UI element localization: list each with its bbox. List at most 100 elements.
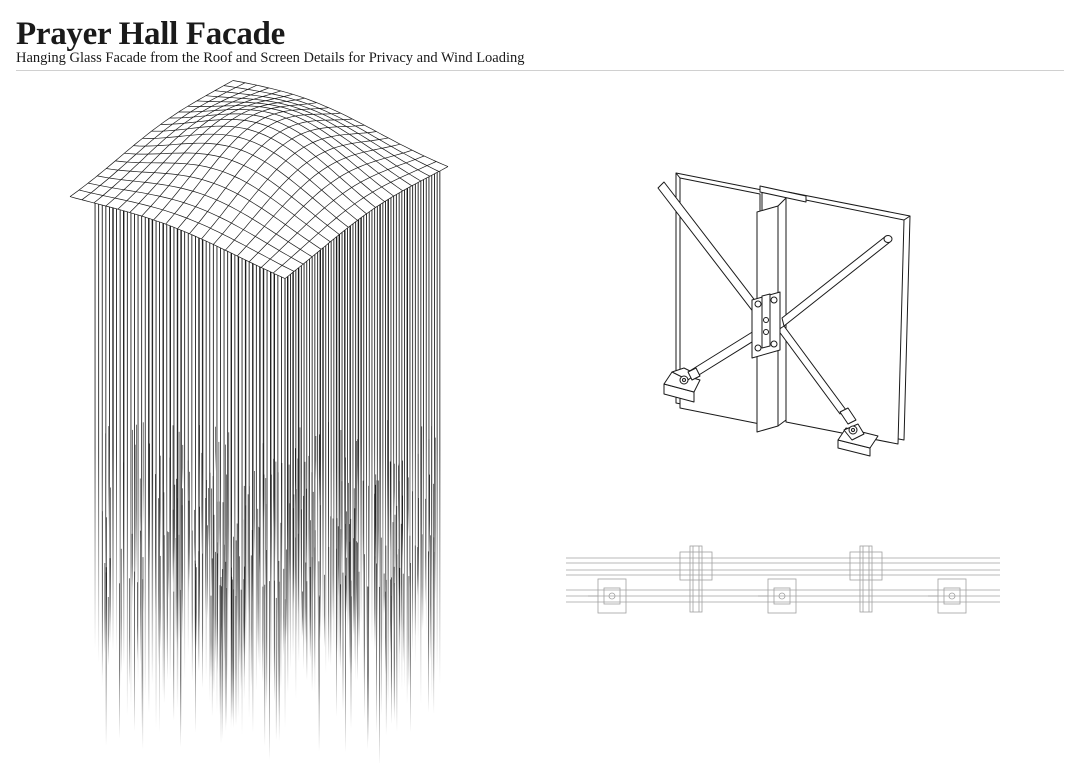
glass-fin-line	[107, 597, 109, 666]
glass-fin-line	[349, 524, 350, 622]
glass-fin-line	[265, 504, 267, 601]
glass-fin-line	[350, 580, 352, 729]
glass-fin-line	[358, 571, 360, 649]
glass-fin-line	[379, 204, 381, 664]
glass-fin-line	[404, 189, 405, 688]
glass-fin-line	[110, 487, 111, 625]
glass-fin-line	[228, 432, 230, 600]
glass-fin-line	[266, 270, 268, 700]
glass-fin-line	[159, 555, 161, 649]
glass-fin-line	[112, 207, 114, 651]
glass-fin-line	[259, 266, 261, 672]
glass-fin-line	[341, 481, 343, 563]
glass-fin-line	[189, 471, 190, 582]
glass-fin-line	[136, 424, 137, 576]
glass-fin-line	[217, 553, 218, 675]
glass-fin-line	[396, 554, 398, 732]
glass-fin-line	[255, 265, 257, 692]
glass-fin-line	[218, 501, 220, 547]
glass-fin-line	[149, 443, 150, 570]
glass-fin-line	[322, 247, 324, 628]
glass-fin-line	[134, 213, 135, 661]
glass-fin-line	[376, 563, 377, 733]
glass-fin-line	[273, 458, 274, 528]
glass-fin-line	[306, 488, 307, 572]
glass-fin-line	[410, 563, 411, 733]
glass-fin-line	[132, 429, 133, 610]
glass-fin-line	[105, 567, 107, 657]
glass-fin-line	[119, 209, 121, 689]
glass-fin-line	[275, 461, 277, 565]
base-shoe-left	[663, 367, 701, 403]
glass-fin-line	[184, 231, 186, 680]
glass-fin-line	[134, 444, 136, 592]
glass-fin-line	[177, 498, 178, 653]
glass-fin-line	[330, 241, 332, 655]
glass-fin-line	[188, 500, 190, 593]
glass-fin-line	[174, 484, 176, 564]
glass-fin-line	[374, 484, 376, 589]
glass-fin-line	[245, 505, 247, 629]
glass-fin-line	[288, 464, 290, 637]
glass-fin-line	[412, 185, 414, 626]
glass-fin-line	[262, 586, 264, 682]
glass-fin-line	[302, 591, 303, 637]
glass-fin-line	[169, 457, 171, 569]
glass-fin-line	[162, 223, 164, 695]
glass-fin-line	[233, 536, 234, 698]
glass-fin-line	[312, 491, 314, 598]
glass-fin-line	[436, 172, 438, 672]
glass-fin-line	[390, 197, 392, 694]
glass-fin-line	[277, 472, 279, 625]
glass-fin-line	[240, 589, 242, 691]
glass-fin-line	[212, 476, 214, 620]
glass-fin-line	[357, 439, 358, 487]
glass-fin-line	[231, 577, 233, 651]
glass-fin-line	[374, 208, 376, 629]
glass-fin-line	[220, 247, 221, 671]
glass-fin-line	[140, 530, 141, 665]
glass-fin-line	[428, 439, 430, 568]
glass-fin-line	[169, 226, 171, 680]
glass-fin-line	[310, 520, 311, 661]
glass-fin-line	[144, 217, 146, 697]
glass-fin-line	[423, 179, 424, 628]
glass-fin-line	[349, 225, 351, 674]
glass-fin-line	[303, 495, 304, 670]
glass-fin-line	[205, 498, 206, 616]
glass-fin-line	[257, 508, 259, 647]
plan-fin-joint	[849, 551, 883, 581]
glass-fin-line	[137, 582, 138, 661]
glass-fin-line	[237, 256, 240, 718]
glass-fin-line	[120, 548, 122, 674]
glass-fin-line	[398, 463, 400, 593]
glass-fin-line	[212, 244, 214, 693]
glass-fin-line	[225, 561, 227, 732]
glass-fin-line	[346, 511, 347, 562]
glass-fin-line	[347, 228, 348, 638]
glass-fin-line	[394, 463, 395, 513]
glass-fin-line	[251, 530, 253, 603]
glass-fin-line	[265, 550, 267, 709]
glass-fin-line	[105, 206, 107, 621]
glass-fin-line	[385, 545, 387, 608]
glass-fin-line	[271, 474, 272, 582]
glass-fin-line	[346, 557, 347, 613]
glass-fin-line	[345, 457, 346, 585]
glass-fin-line	[195, 236, 196, 688]
page-title: Prayer Hall Facade	[16, 16, 285, 52]
glass-fin-line	[290, 274, 291, 670]
glass-fin-line	[391, 595, 392, 725]
glass-fin-line	[297, 267, 300, 663]
glass-fin-line	[368, 586, 369, 742]
glass-fin-line	[207, 525, 208, 620]
glass-fin-line	[109, 206, 110, 639]
glass-fin-line	[301, 509, 302, 615]
glass-fin-line	[306, 261, 308, 636]
glass-fin-line	[142, 579, 144, 750]
glass-fin-line	[400, 523, 402, 633]
glass-fin-line	[180, 230, 182, 734]
glass-fin-line	[130, 212, 132, 707]
glass-fin-line	[235, 540, 237, 681]
glass-fin-line	[395, 194, 397, 668]
